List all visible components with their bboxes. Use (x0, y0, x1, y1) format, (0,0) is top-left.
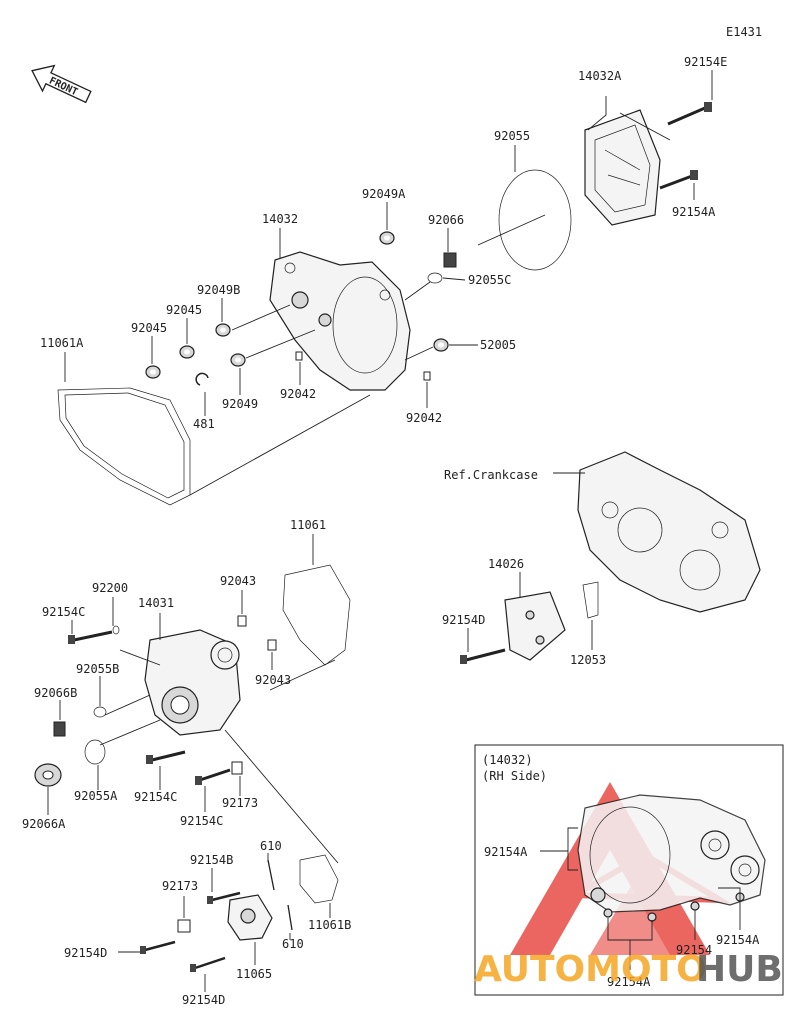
bolt-92154C-top (68, 630, 113, 644)
label-92066B: 92066B (34, 686, 77, 700)
label-11061A: 11061A (40, 336, 84, 350)
label-92154C-mid: 92154C (134, 790, 177, 804)
o-ring-92055C (427, 272, 443, 284)
gasket-11061 (282, 564, 351, 666)
label-52005: 52005 (480, 338, 516, 352)
label-92042-left: 92042 (280, 387, 316, 401)
label-92045-upper: 92045 (166, 303, 202, 317)
dowel-pin-92042-left (295, 351, 303, 361)
pulser-cover-11065 (227, 894, 273, 941)
bolt-92154C-mid (146, 750, 186, 764)
seal-92049A (379, 231, 395, 245)
bolt-92154C-low (195, 768, 231, 785)
label-92049B: 92049B (197, 283, 240, 297)
clamp-92173-lower (177, 919, 191, 933)
label-92045-lower: 92045 (131, 321, 167, 335)
label-92043-upper: 92043 (220, 574, 256, 588)
bolt-92154E (667, 102, 712, 126)
label-92055: 92055 (494, 129, 530, 143)
circlip-481 (195, 372, 209, 386)
label-92042-right: 92042 (406, 411, 442, 425)
watermark-text-main: AUTOMOTO (474, 949, 707, 990)
label-92066: 92066 (428, 213, 464, 227)
label-14026: 14026 (488, 557, 524, 571)
label-92173-lower: 92173 (162, 879, 198, 893)
seal-92049B (215, 323, 231, 337)
dowel-92043-lower (267, 639, 277, 651)
clutch-cover-14032 (269, 251, 411, 391)
label-610-upper: 610 (260, 839, 282, 853)
label-92200: 92200 (92, 581, 128, 595)
inset-label-92154A-left: 92154A (484, 845, 528, 859)
label-92154D-bottom: 92154D (182, 993, 225, 1007)
label-92055A: 92055A (74, 789, 118, 803)
label-92049A: 92049A (362, 187, 406, 201)
crankcase-reference (577, 451, 761, 613)
cap-92066A (34, 763, 62, 787)
label-92154C-top: 92154C (42, 605, 85, 619)
label-92154D-left: 92154D (64, 946, 107, 960)
bolt-92154D-chain-guide (460, 648, 506, 664)
oil-seal-52005 (433, 338, 449, 352)
bearing-92045-lower (145, 365, 161, 379)
label-92154C-low: 92154C (180, 814, 223, 828)
gasket-11061B (299, 854, 339, 904)
label-14032A: 14032A (578, 69, 622, 83)
label-92154B: 92154B (190, 853, 233, 867)
label-92154D-chain-guide: 92154D (442, 613, 485, 627)
label-92154E: 92154E (684, 55, 727, 69)
plug-92066 (443, 252, 457, 268)
o-ring-92055B (93, 706, 107, 718)
dowel-pin-92042-right (423, 371, 431, 381)
label-92055C: 92055C (468, 273, 511, 287)
dowel-92043-upper (237, 615, 247, 627)
label-14032: 14032 (262, 212, 298, 226)
label-92154A-top: 92154A (672, 205, 716, 219)
inset-title-side: (RH Side) (482, 769, 547, 783)
label-92066A: 92066A (22, 817, 66, 831)
label-92173-upper: 92173 (222, 796, 258, 810)
o-ring-92055 (498, 169, 572, 271)
inset-label-92154A-right: 92154A (716, 933, 760, 947)
bearing-92045-upper (179, 345, 195, 359)
label-92043-lower: 92043 (255, 673, 291, 687)
label-92055B: 92055B (76, 662, 119, 676)
pin-610-lower (287, 904, 293, 931)
clutch-cover-outer-14032A (584, 109, 661, 226)
inset-title-part: (14032) (482, 753, 533, 767)
gasket-11061A (57, 387, 191, 506)
bolt-92154D-left (140, 940, 176, 954)
seal-92049 (230, 353, 246, 367)
pin-610-upper (267, 859, 275, 891)
label-92049: 92049 (222, 397, 258, 411)
label-11061B: 11061B (308, 918, 351, 932)
generator-cover-14031 (144, 629, 241, 736)
o-ring-92055A (84, 739, 106, 765)
label-ref-crankcase: Ref.Crankcase (444, 468, 538, 482)
chain-guide-14026 (504, 591, 566, 661)
collar-92173-upper (231, 761, 243, 775)
label-610-lower: 610 (282, 937, 304, 951)
bolt-92154B (207, 891, 241, 904)
label-12053: 12053 (570, 653, 606, 667)
bolt-92154D-bottom (190, 956, 226, 972)
inset-label-92154A-bottom: 92154A (607, 975, 651, 989)
diagram-code: E1431 (726, 25, 762, 39)
label-14031: 14031 (138, 596, 174, 610)
watermark-text-tail: HUB (696, 949, 783, 990)
inset-label-92154: 92154 (676, 943, 712, 957)
washer-92200 (112, 625, 120, 635)
inset-rh-side: (14032) (RH Side) 92154A 92154 92154A 92… (474, 744, 784, 996)
gasket-12053 (582, 581, 599, 619)
front-direction-arrow: FRONT (31, 64, 92, 104)
label-11065: 11065 (236, 967, 272, 981)
label-481: 481 (193, 417, 215, 431)
bolt-92154A-top (659, 170, 698, 190)
label-11061: 11061 (290, 518, 326, 532)
plug-92066B (53, 721, 66, 737)
